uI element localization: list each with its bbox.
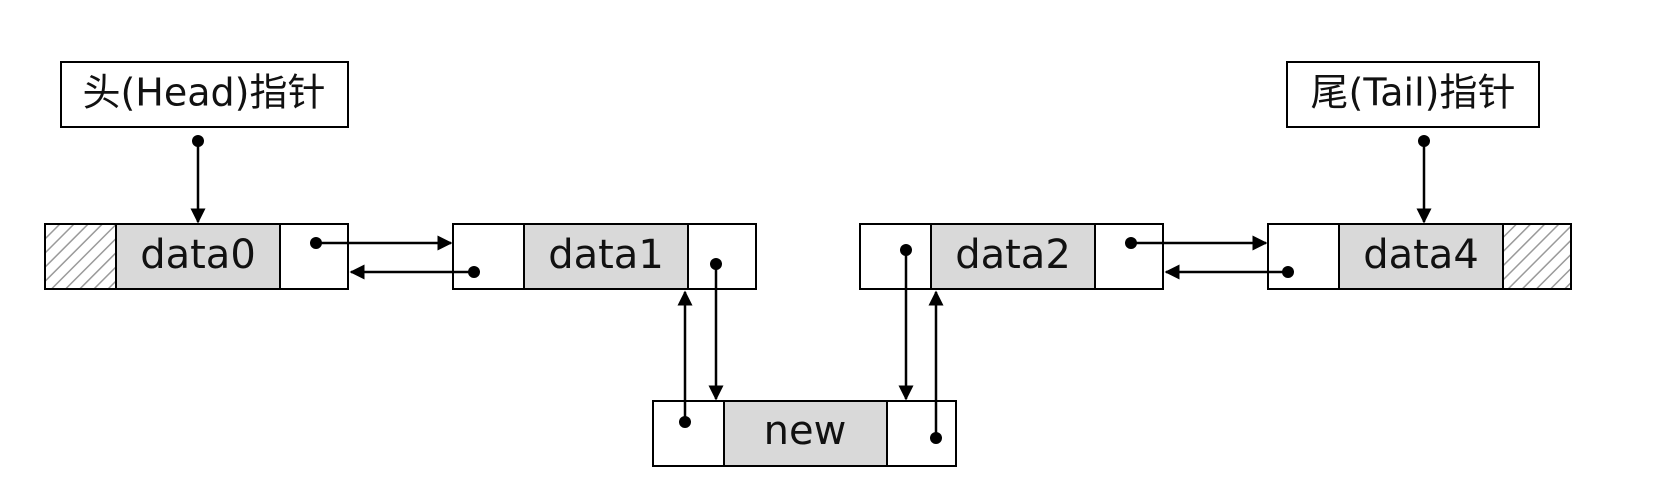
head-pointer-label: 头(Head)指针: [82, 71, 325, 115]
node-data1-prev-cell: [452, 223, 525, 290]
node-data0-data-cell: [115, 223, 281, 290]
node-data2-data-cell: [930, 223, 1096, 290]
node-data0-prev-null: [44, 223, 117, 290]
node-data0: data0: [44, 223, 349, 290]
head-pointer: 头(Head)指针: [60, 61, 349, 128]
pointer-arrows: [190, 135, 1432, 444]
node-data4-label: data4: [1363, 232, 1479, 278]
node-data2: data2: [859, 223, 1164, 290]
node-data2-next-cell: [1094, 223, 1164, 290]
node-data4-next-null: [1502, 223, 1572, 290]
node-data1-label: data1: [548, 232, 664, 278]
node-new: new: [652, 400, 957, 467]
node-data2-label: data2: [955, 232, 1071, 278]
node-data1-next-cell: [687, 223, 757, 290]
node-new-label: new: [764, 408, 847, 454]
head-pointer-box: [60, 61, 349, 128]
node-new-data-cell: [723, 400, 888, 467]
tail-pointer: 尾(Tail)指针: [1286, 61, 1540, 128]
node-data4: data4: [1267, 223, 1572, 290]
node-new-next-cell: [886, 400, 957, 467]
node-data2-prev-cell: [859, 223, 932, 290]
node-data4-data-cell: [1338, 223, 1504, 290]
tail-pointer-box: [1286, 61, 1540, 128]
node-data1: data1: [452, 223, 757, 290]
tail-pointer-label: 尾(Tail)指针: [1311, 71, 1516, 115]
node-new-prev-cell: [652, 400, 725, 467]
node-data4-prev-cell: [1267, 223, 1340, 290]
node-data0-label: data0: [140, 232, 256, 278]
node-data0-next-cell: [279, 223, 349, 290]
